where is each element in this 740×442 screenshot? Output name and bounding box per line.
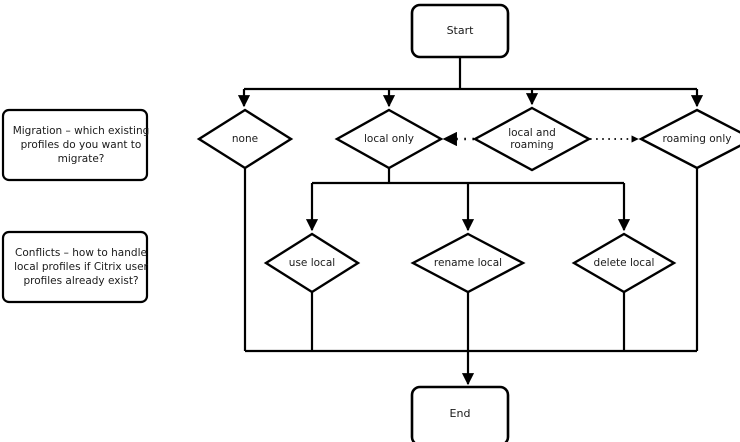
note-conflicts-shape [1,230,149,304]
start-terminator-shape [410,3,510,59]
decision-none-shape [196,108,294,170]
note-migration-shape [1,108,149,182]
decision-use-local-shape [263,232,361,294]
decision-roaming-only-shape [638,108,740,170]
decision-local-and-roaming-shape [472,106,592,172]
decision-delete-local-shape [571,232,677,294]
decision-rename-local-shape [410,232,526,294]
end-terminator-shape [410,385,510,442]
decision-local-only-shape [334,108,444,170]
